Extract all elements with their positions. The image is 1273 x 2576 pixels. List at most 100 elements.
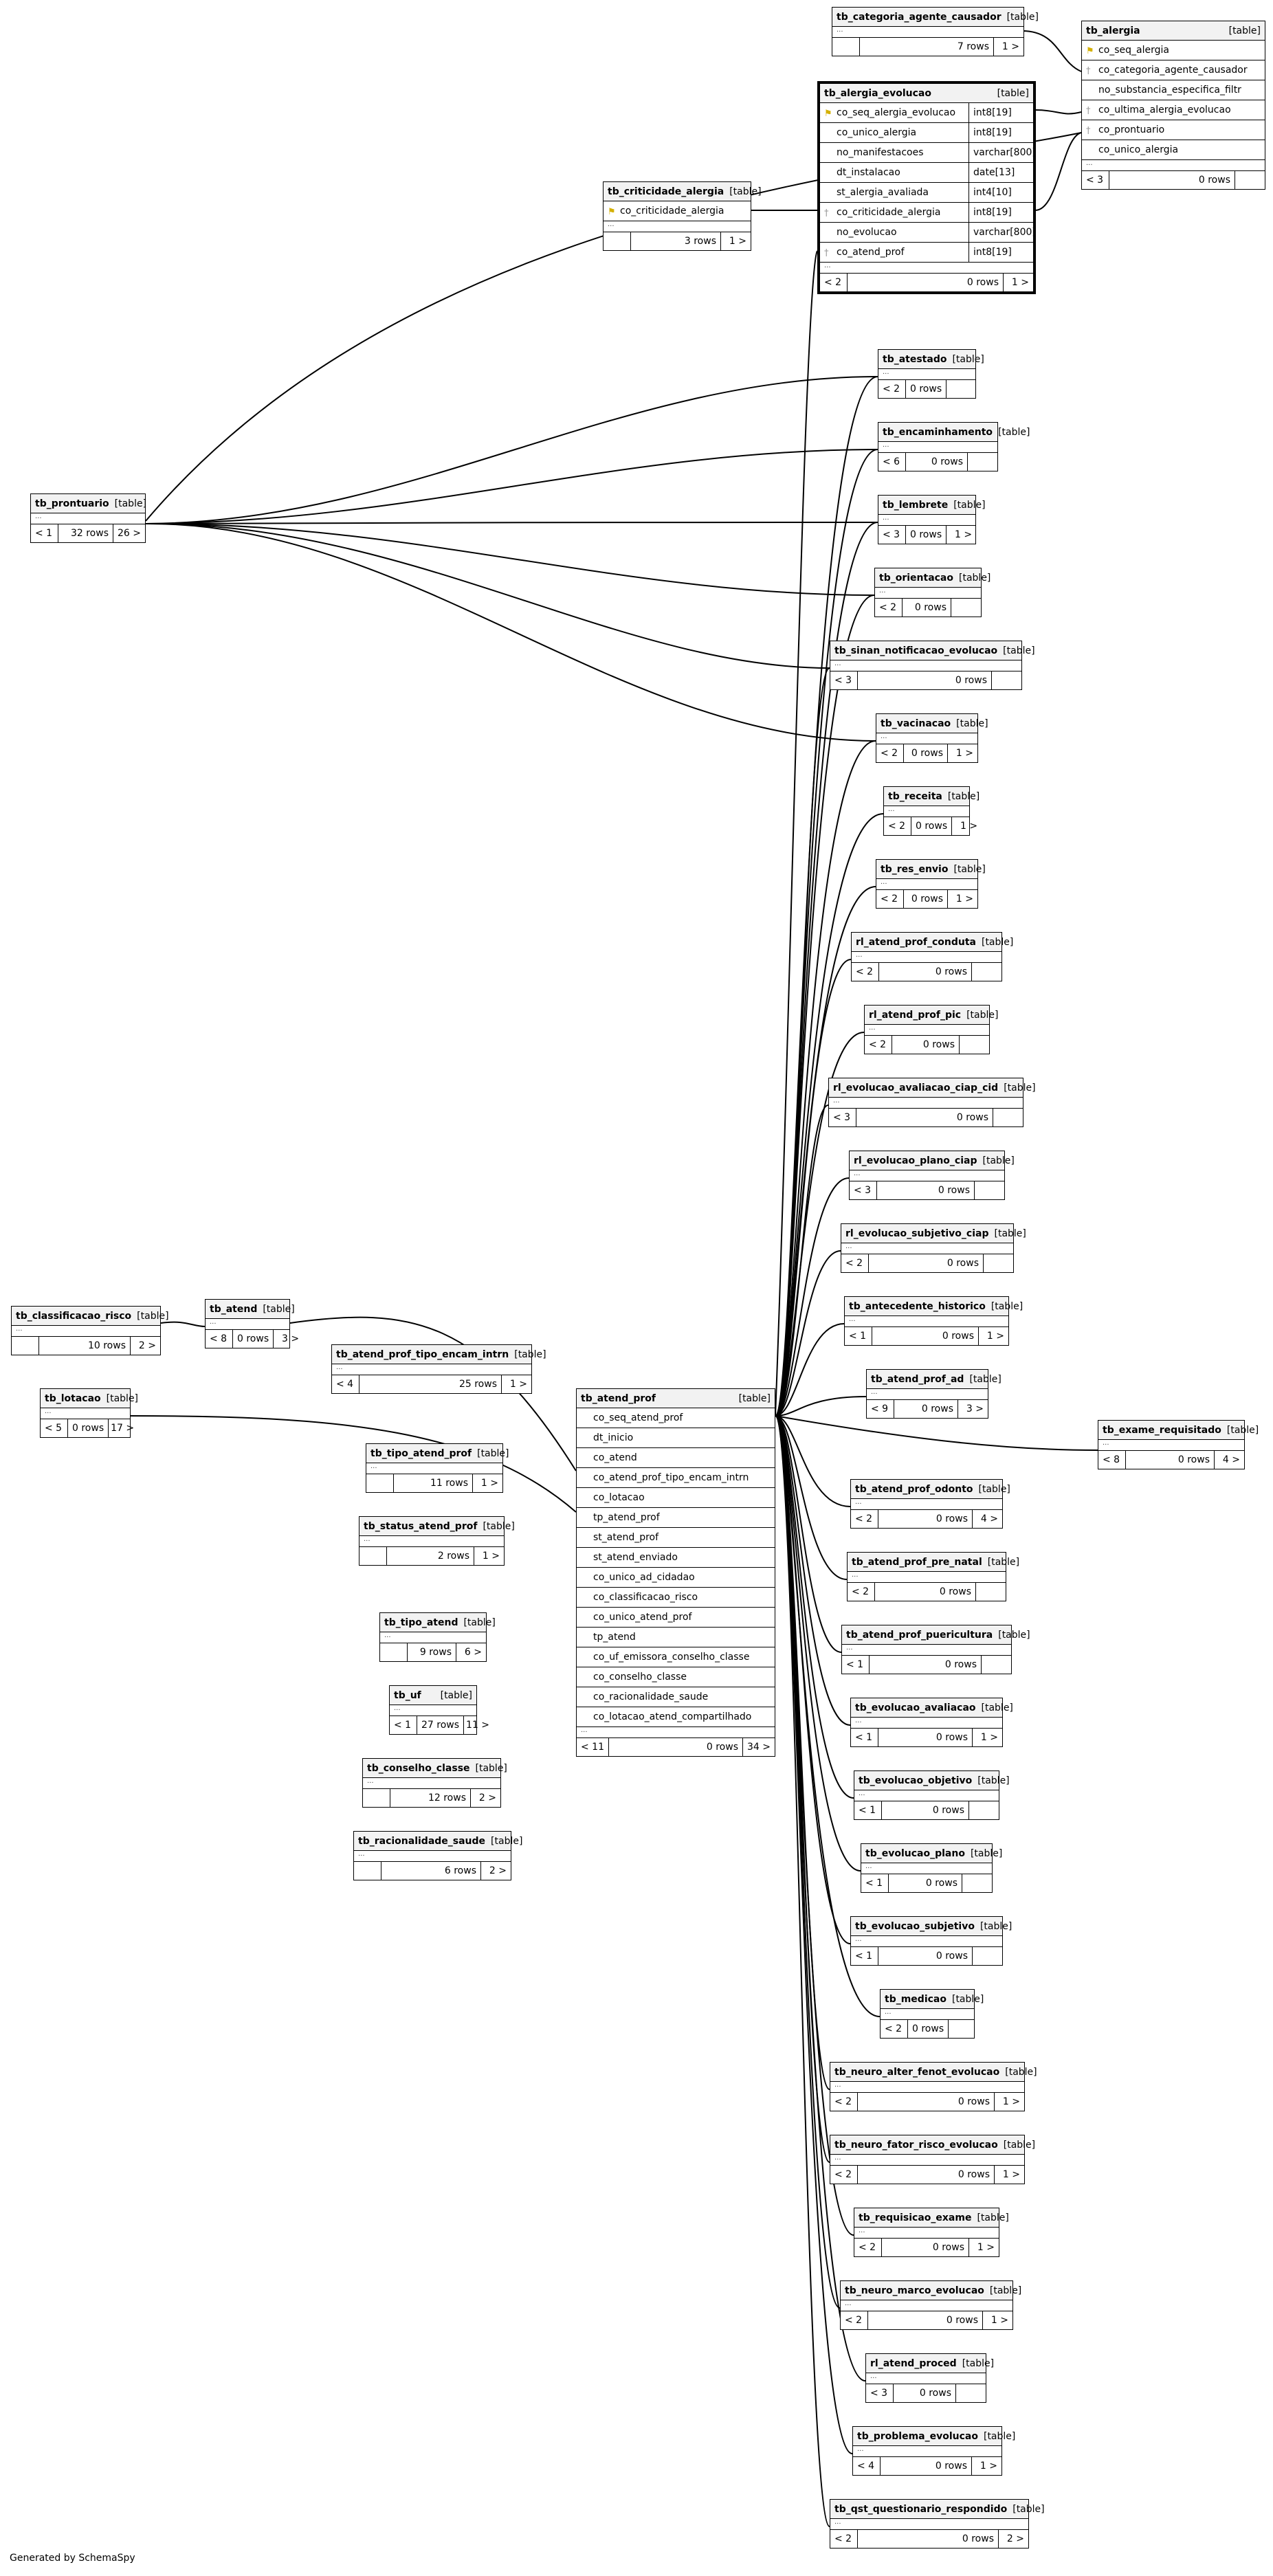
children-link[interactable] <box>946 380 976 398</box>
table-name[interactable]: tb_conselho_classe <box>367 1762 470 1774</box>
table-name[interactable]: tb_alergia_evolucao <box>824 87 931 99</box>
column-row[interactable]: co_unico_atend_prof <box>577 1608 775 1628</box>
parents-link[interactable] <box>832 38 860 56</box>
table-name[interactable]: tb_atend_prof_pre_natal <box>852 1556 982 1568</box>
parents-link[interactable]: < 3 <box>1082 171 1109 189</box>
column-row[interactable]: ⚑co_seq_alergia <box>1082 41 1265 60</box>
column-row[interactable]: co_lotacao_atend_compartilhado <box>577 1707 775 1727</box>
children-link[interactable]: 1 > <box>947 890 977 908</box>
column-row[interactable]: co_atend <box>577 1448 775 1468</box>
column-row[interactable]: co_lotacao <box>577 1488 775 1508</box>
table-name[interactable]: tb_evolucao_subjetivo <box>855 1920 975 1932</box>
parents-link[interactable]: < 1 <box>390 1716 417 1734</box>
children-link[interactable]: 1 > <box>1003 274 1033 291</box>
table-tb-neuro-fator-risco-evolucao[interactable]: tb_neuro_fator_risco_evolucao[table]...<… <box>830 2135 1035 2184</box>
parents-link[interactable]: < 2 <box>848 1583 875 1601</box>
table-name[interactable]: rl_atend_prof_conduta <box>856 936 976 948</box>
children-link[interactable]: 34 > <box>742 1738 775 1756</box>
children-link[interactable]: 3 > <box>273 1330 303 1348</box>
table-name[interactable]: tb_tipo_atend_prof <box>370 1447 472 1459</box>
children-link[interactable]: 1 > <box>994 2093 1024 2111</box>
table-name[interactable]: tb_classificacao_risco <box>16 1310 132 1322</box>
children-link[interactable] <box>955 2384 986 2402</box>
parents-link[interactable]: < 1 <box>854 1801 882 1819</box>
parents-link[interactable]: < 2 <box>865 1036 892 1054</box>
children-link[interactable]: 1 > <box>501 1375 531 1393</box>
parents-link[interactable]: < 2 <box>878 380 906 398</box>
parents-link[interactable] <box>354 1862 381 1880</box>
children-link[interactable] <box>967 453 997 471</box>
table-name[interactable]: tb_sinan_notificacao_evolucao <box>834 645 998 656</box>
column-row[interactable]: co_unico_ad_cidadao <box>577 1568 775 1588</box>
parents-link[interactable]: < 1 <box>851 1729 878 1746</box>
table-name[interactable]: tb_evolucao_objetivo <box>859 1775 973 1786</box>
parents-link[interactable]: < 1 <box>31 524 58 542</box>
parents-link[interactable] <box>12 1337 39 1355</box>
children-link[interactable] <box>959 1036 989 1054</box>
children-link[interactable] <box>981 1656 1011 1674</box>
parents-link[interactable]: < 2 <box>875 599 903 617</box>
table-name[interactable]: tb_antecedente_historico <box>849 1300 986 1312</box>
parents-link[interactable]: < 4 <box>853 2457 881 2475</box>
children-link[interactable] <box>993 1109 1023 1126</box>
table-name[interactable]: tb_medicao <box>885 1993 947 2005</box>
parents-link[interactable]: < 6 <box>878 453 906 471</box>
column-row[interactable]: †co_ultima_alergia_evolucao <box>1082 100 1265 120</box>
children-link[interactable]: 1 > <box>951 817 982 835</box>
parents-link[interactable]: < 8 <box>1098 1451 1126 1469</box>
table-name[interactable]: tb_exame_requisitado <box>1103 1424 1221 1436</box>
children-link[interactable] <box>972 1947 1002 1965</box>
parents-link[interactable]: < 11 <box>577 1738 609 1756</box>
table-name[interactable]: tb_lembrete <box>883 499 949 511</box>
children-link[interactable]: 4 > <box>1214 1451 1244 1469</box>
parents-link[interactable]: < 1 <box>851 1947 878 1965</box>
parents-link[interactable]: < 2 <box>841 1254 869 1272</box>
children-link[interactable]: 1 > <box>474 1547 504 1565</box>
column-row[interactable]: co_conselho_classe <box>577 1667 775 1687</box>
children-link[interactable]: 1 > <box>972 1729 1002 1746</box>
parents-link[interactable]: < 2 <box>851 1510 878 1528</box>
children-link[interactable] <box>975 1583 1006 1601</box>
parents-link[interactable] <box>604 232 631 250</box>
parents-link[interactable]: < 4 <box>332 1375 359 1393</box>
parents-link[interactable]: < 2 <box>854 2239 882 2256</box>
children-link[interactable]: 1 > <box>968 2239 999 2256</box>
parents-link[interactable]: < 2 <box>841 2311 868 2329</box>
table-tb-qst-questionario-respondido[interactable]: tb_qst_questionario_respondido[table]...… <box>830 2499 1045 2549</box>
table-name[interactable]: tb_neuro_fator_risco_evolucao <box>834 2139 998 2151</box>
parents-link[interactable]: < 2 <box>830 2166 858 2184</box>
column-row[interactable]: ⚑co_criticidade_alergia <box>604 201 751 221</box>
column-row[interactable]: co_unico_alergia <box>1082 140 1265 160</box>
table-name[interactable]: tb_evolucao_avaliacao <box>855 1702 976 1713</box>
parents-link[interactable] <box>380 1643 408 1661</box>
table-name[interactable]: tb_tipo_atend <box>384 1617 458 1628</box>
column-row[interactable]: st_atend_enviado <box>577 1548 775 1568</box>
table-tb-neuro-alter-fenot-evolucao[interactable]: tb_neuro_alter_fenot_evolucao[table]...<… <box>830 2062 1037 2111</box>
table-name[interactable]: tb_prontuario <box>35 498 109 509</box>
table-name[interactable]: tb_uf <box>394 1689 421 1701</box>
parents-link[interactable] <box>366 1474 394 1492</box>
parents-link[interactable]: < 2 <box>830 2530 858 2548</box>
children-link[interactable]: 2 > <box>480 1862 511 1880</box>
table-name[interactable]: tb_evolucao_plano <box>865 1847 965 1859</box>
parents-link[interactable]: < 2 <box>820 274 848 291</box>
table-name[interactable]: tb_requisicao_exame <box>859 2212 972 2223</box>
